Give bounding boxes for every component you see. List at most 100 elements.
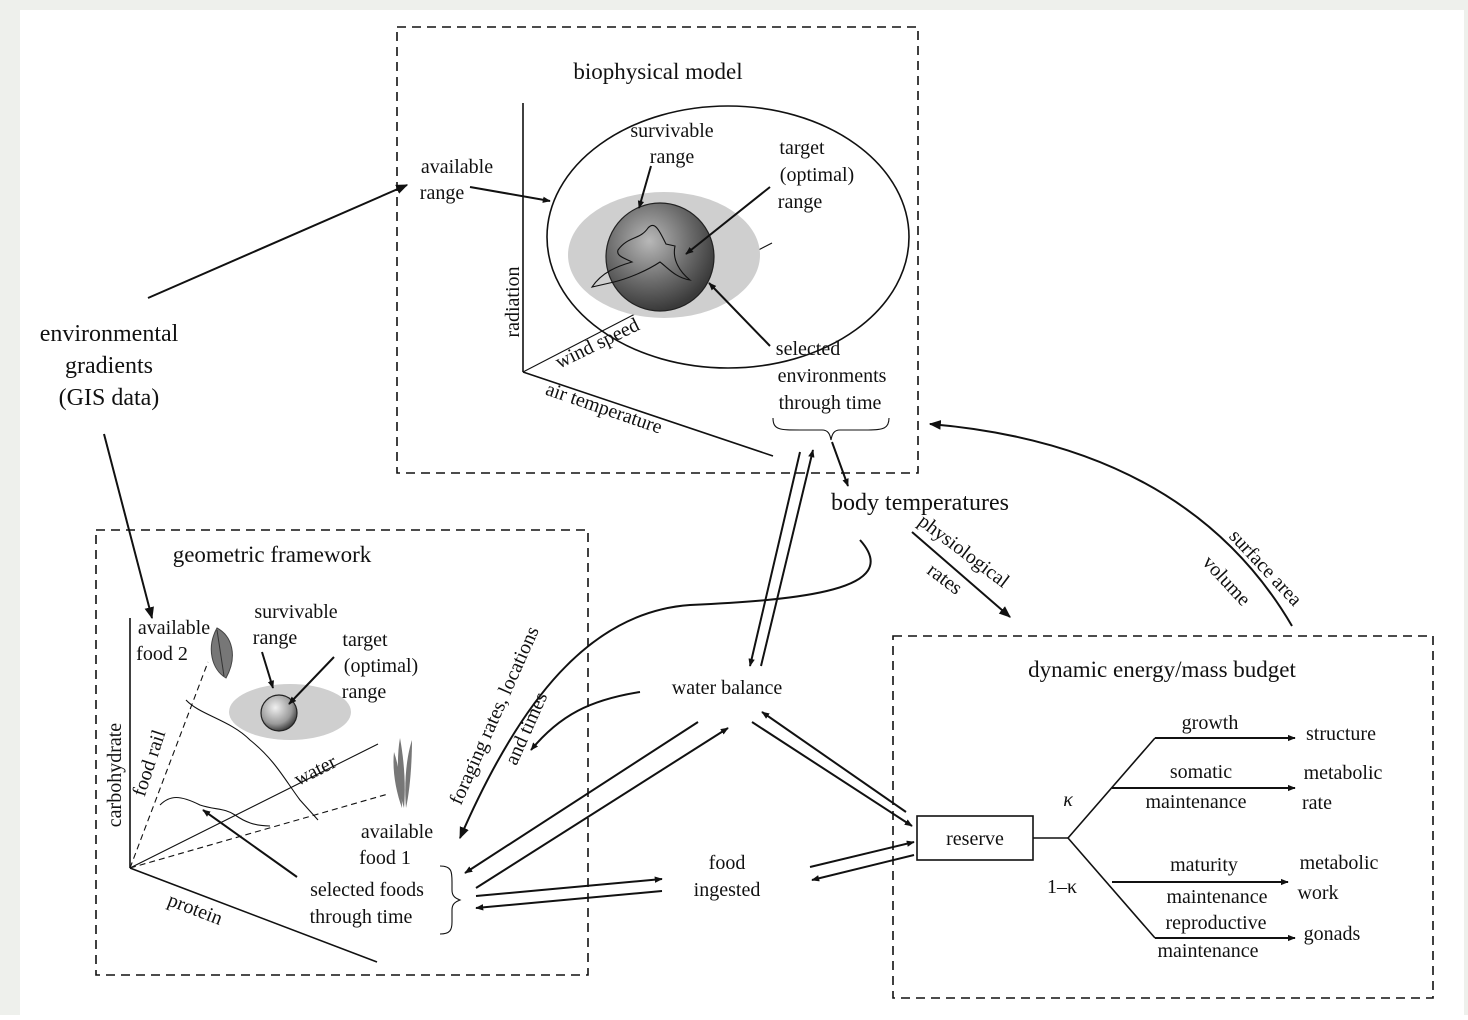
food1-label: available food 1 [359, 821, 433, 869]
food-ingested-line-1: food [709, 852, 746, 874]
gonads-label: gonads [1304, 923, 1361, 945]
arrow-env-to-available-range [147, 184, 409, 299]
metabolic-rate-line-1: metabolic [1304, 762, 1383, 784]
arrow-selected-environments [708, 282, 771, 347]
geo-survivable-line-1: survivable [254, 601, 337, 623]
selected-environments-brace [772, 417, 890, 441]
geo-survivable-line-2: range [253, 627, 298, 649]
food2-line-1: available [138, 617, 210, 639]
target-range-line-1: target [779, 137, 825, 159]
survivable-range-label: survivable range [630, 120, 713, 168]
arrow-surface-area-volume [928, 420, 1293, 627]
geo-survivable-label: survivable range [253, 601, 338, 649]
axis-water-label: water [290, 751, 340, 791]
somatic-label: somatic [1170, 761, 1232, 783]
selected-env-line-1: selected [776, 338, 840, 360]
geo-target-line-3: range [342, 681, 387, 703]
arrow-selected-foods [202, 809, 298, 878]
geo-target-line-1: target [342, 629, 388, 651]
maturity-label: maturity [1170, 854, 1238, 876]
survivable-range-line-1: survivable [630, 120, 713, 142]
env-line-3: (GIS data) [59, 385, 160, 411]
somatic-maintenance-label: maintenance [1145, 791, 1246, 813]
arrow-foods-to-water [475, 727, 729, 889]
rail-food-1 [129, 793, 389, 869]
physiological-line-2: rates [923, 559, 967, 599]
axis-water-line [129, 743, 379, 869]
growth-label: growth [1182, 712, 1239, 734]
arrow-brace-to-body-temperatures [831, 441, 849, 487]
structure-label: structure [1306, 723, 1376, 745]
surface-area-volume-label: surface area volume [1198, 525, 1306, 610]
arrow-physiological-rates [911, 531, 1011, 618]
deb-box [892, 635, 1434, 999]
rail-food-2 [129, 661, 209, 869]
arrow-geo-target [288, 656, 335, 705]
foraging-label: foraging rates, locations and times [445, 623, 552, 808]
one-minus-kappa-label: 1–κ [1047, 876, 1077, 898]
geometric-framework-box [95, 529, 589, 976]
axis-carbohydrate-label: carbohydrate [104, 723, 126, 828]
water-balance-label: water balance [672, 677, 783, 699]
food-ingested-label: food ingested [694, 852, 761, 901]
axis-air-temperature-line [522, 371, 774, 457]
grass-icon [393, 738, 412, 808]
target-range-sphere [605, 202, 715, 312]
geo-target-range-sphere [260, 694, 298, 732]
deb-title: dynamic energy/mass budget [1028, 657, 1296, 682]
selected-foods-label: selected foods through time [310, 879, 425, 928]
axis-air-temperature-label: air temperature [543, 378, 665, 438]
arrow-water-to-bodytemp [760, 449, 815, 667]
arrow-survivable-range [637, 165, 652, 209]
food2-line-2: food 2 [136, 643, 188, 665]
leaf-icon [210, 627, 233, 679]
arrow-bodytemp-to-water [748, 451, 801, 667]
right-edge-strip [1464, 0, 1468, 1015]
reserve-label: reserve [946, 828, 1004, 850]
env-line-1: environmental [40, 321, 179, 347]
env-line-2: gradients [65, 353, 153, 379]
metabolic-rate-line-2: rate [1302, 792, 1332, 814]
available-range-label: available range [420, 156, 493, 204]
arrow-reserve-to-water [761, 711, 907, 813]
selected-env-line-2: environments [778, 365, 887, 387]
available-range-line-1: available [421, 156, 493, 178]
reproductive-maintenance-label: maintenance [1157, 940, 1258, 962]
environmental-gradients-label: environmental gradients (GIS data) [40, 321, 179, 411]
arrow-reserve-to-ingested [811, 854, 915, 882]
axis-wind-speed-label: wind speed [552, 314, 643, 373]
selected-env-line-3: through time [779, 392, 882, 414]
metabolic-work-line-2: work [1297, 882, 1338, 904]
feeding-trajectory-lower [159, 796, 271, 827]
axis-protein-line [129, 867, 378, 963]
body-temperatures-label: body temperatures [831, 490, 1009, 516]
food1-line-2: food 1 [359, 847, 411, 869]
available-range-ellipse [546, 105, 910, 369]
branch-upper-trunk [1067, 737, 1156, 839]
arrow-ingested-to-reserve [809, 840, 915, 868]
selected-environments-label: selected environments through time [776, 338, 887, 414]
selected-environment-trace [590, 224, 692, 288]
arrow-ingested-to-foods [475, 890, 663, 911]
metabolic-work-line-1: metabolic [1300, 852, 1379, 874]
food-ingested-line-2: ingested [694, 879, 761, 901]
kappa-label: κ [1063, 789, 1073, 811]
arrow-water-to-foods [464, 721, 699, 874]
geo-target-label: target (optimal) range [342, 629, 418, 703]
left-edge-strip [0, 0, 20, 1015]
arrow-water-to-foraging [530, 691, 641, 751]
arrow-env-to-food2 [103, 433, 154, 620]
food2-label: available food 2 [136, 617, 210, 665]
axis-food-rail-label: food rail [128, 727, 170, 799]
target-range-line-2: (optimal) [780, 164, 854, 186]
selected-foods-brace [439, 865, 462, 935]
geometric-title: geometric framework [173, 542, 372, 567]
branch-lower-trunk [1067, 837, 1156, 939]
available-range-line-2: range [420, 182, 465, 204]
selected-foods-line-1: selected foods [310, 879, 424, 901]
biophysical-model-box [396, 26, 919, 474]
reproductive-label: reproductive [1165, 912, 1266, 934]
food1-line-1: available [361, 821, 433, 843]
